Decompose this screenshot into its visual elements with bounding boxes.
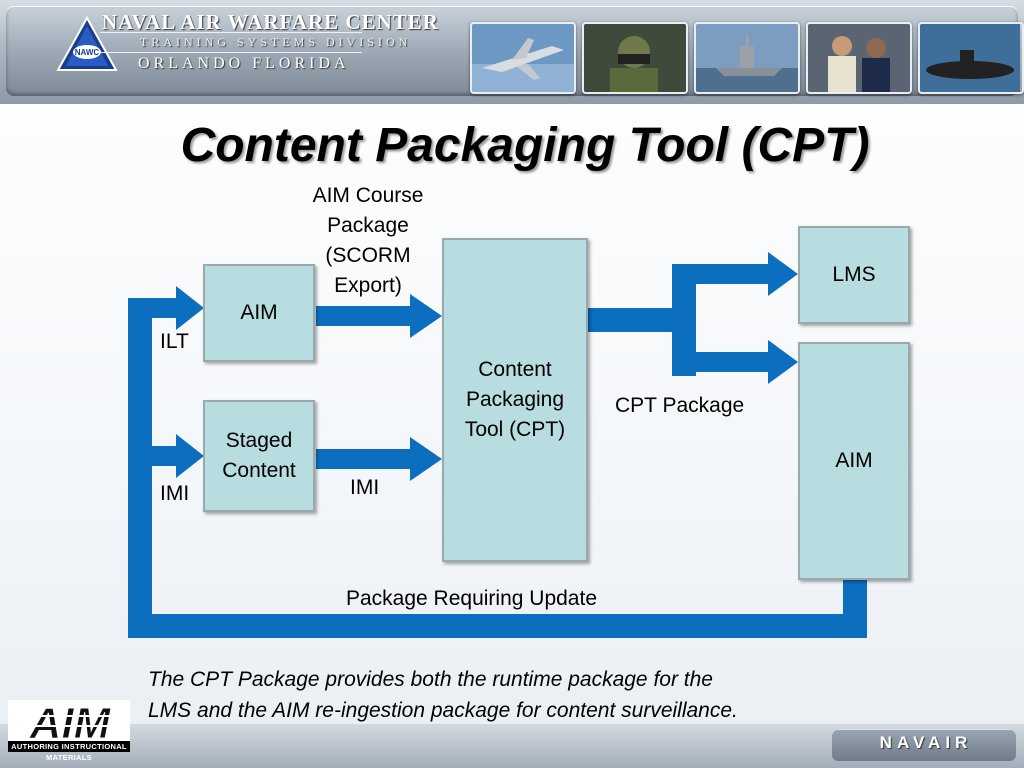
- cpt-label: Content Packaging Tool (CPT): [464, 358, 566, 441]
- lms-label: LMS: [832, 263, 876, 286]
- aim-logo: AIM: [8, 700, 130, 749]
- jet-photo: [470, 22, 576, 94]
- imi-feedback-arrow: [152, 434, 204, 478]
- lms-box: LMS: [798, 226, 910, 324]
- aim-source-label: AIM: [240, 301, 278, 324]
- cpt-box: Content Packaging Tool (CPT): [442, 238, 588, 562]
- package-requiring-update-label: Package Requiring Update: [346, 587, 597, 610]
- aim-target-box: AIM: [798, 342, 910, 580]
- ship-photo: [694, 22, 800, 94]
- cpt-package-label: CPT Package: [615, 394, 745, 417]
- nawc-logo-text: NAWC: [75, 48, 100, 57]
- cpt-to-aim-arrow: [672, 340, 798, 384]
- aim-course-package-label: AIM Course Package (SCORM Export): [312, 184, 424, 297]
- navair-plate: [832, 729, 1016, 761]
- aim-source-box: AIM: [203, 264, 315, 362]
- aim-to-cpt-arrow: [316, 294, 442, 338]
- header-rule: [100, 52, 362, 53]
- aim-logo-subtitle: AUTHORING INSTRUCTIONAL MATERIALS: [8, 741, 130, 762]
- staged-content-box: Staged Content: [203, 400, 315, 512]
- staged-to-cpt-arrow: [316, 437, 442, 481]
- sailors-photo: [806, 22, 912, 94]
- caption-line: LMS and the AIM re-ingestion package for…: [148, 699, 738, 722]
- pilot-photo: [582, 22, 688, 94]
- nawc-logo: NAWC: [56, 16, 118, 71]
- org-name: NAVAL AIR WARFARE CENTER: [102, 10, 439, 34]
- org-division: TRAINING SYSTEMS DIVISION: [140, 35, 412, 49]
- navair-logo: NAVAIR: [879, 733, 973, 752]
- aim-target-label: AIM: [835, 449, 873, 472]
- aim-logo-text: AIM: [29, 700, 112, 748]
- caption-line: The CPT Package provides both the runtim…: [148, 668, 713, 691]
- ilt-label: ILT: [160, 330, 189, 353]
- org-location: ORLANDO FLORIDA: [138, 55, 350, 72]
- cpt-to-lms-arrow: [672, 252, 798, 296]
- header-rule: [100, 32, 362, 33]
- cpt-package-trunk: [588, 308, 672, 332]
- submarine-photo: [918, 22, 1024, 94]
- slide-caption: The CPT Package provides both the runtim…: [148, 664, 738, 726]
- cpt-package-split: [672, 266, 696, 376]
- staged-content-label: Staged Content: [222, 429, 296, 482]
- imi-to-cpt-label: IMI: [350, 476, 380, 499]
- slide-title: Content Packaging Tool (CPT): [180, 119, 870, 172]
- imi-feedback-label: IMI: [160, 482, 190, 505]
